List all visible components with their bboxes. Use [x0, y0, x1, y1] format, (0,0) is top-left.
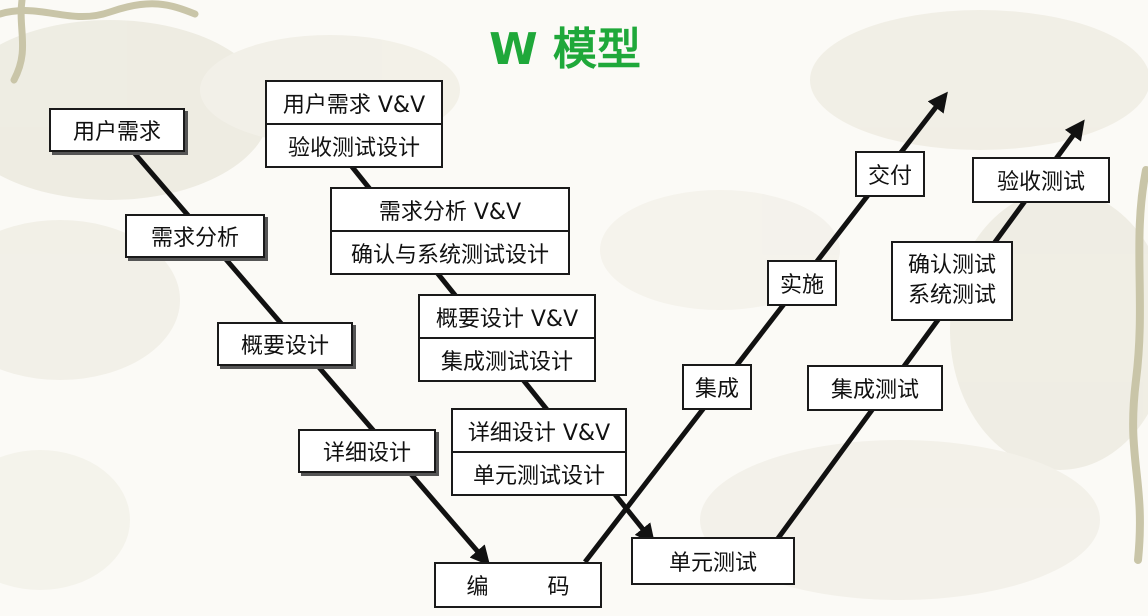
delivery-label: 交付 [867, 164, 912, 189]
detailed-design-box: 详细设计 [298, 429, 436, 473]
outline-design-vv-box: 概要设计 V&V 集成测试设计 [418, 294, 596, 382]
user-requirements-box: 用户需求 [49, 108, 185, 152]
unit-test-design-label: 单元测试设计 [472, 463, 605, 489]
vine-right [1129, 166, 1148, 564]
user-requirements-vv-label: 用户需求 V&V [267, 82, 441, 125]
slide-title: W 模型 [489, 24, 641, 75]
detailed-design-vv-label: 详细设计 V&V [453, 410, 625, 453]
coding-label: 编 码 [466, 575, 596, 600]
integration-test-label: 集成测试 [830, 378, 919, 403]
system-test-label: 系统测试 [907, 283, 996, 308]
implementation-label: 实施 [779, 273, 824, 298]
outline-design-vv-label: 概要设计 V&V [420, 296, 594, 339]
unit-test-box: 单元测试 [631, 537, 795, 585]
outline-design-label: 概要设计 [240, 334, 329, 359]
outline-design-box: 概要设计 [217, 322, 353, 366]
validation-system-test-box: 确认测试 系统测试 [891, 241, 1013, 321]
acceptance-test-box: 验收测试 [972, 157, 1110, 203]
unit-test-label: 单元测试 [668, 551, 757, 576]
detailed-design-label: 详细设计 [322, 441, 411, 466]
integration-test-box: 集成测试 [807, 365, 943, 411]
acceptance-test-label: 验收测试 [996, 170, 1085, 195]
validation-test-label: 确认测试 [907, 253, 996, 278]
detailed-design-vv-box: 详细设计 V&V 单元测试设计 [451, 408, 627, 496]
user-requirements-vv-box: 用户需求 V&V 验收测试设计 [265, 80, 443, 168]
user-requirements-label: 用户需求 [72, 120, 161, 145]
validation-system-test-design-label: 确认与系统测试设计 [350, 242, 549, 268]
delivery-box: 交付 [855, 151, 925, 197]
integration-box: 集成 [682, 364, 752, 410]
integration-label: 集成 [694, 377, 739, 402]
implementation-box: 实施 [767, 260, 837, 306]
requirements-analysis-label: 需求分析 [150, 226, 239, 251]
requirements-analysis-vv-box: 需求分析 V&V 确认与系统测试设计 [330, 187, 570, 275]
acceptance-test-design-label: 验收测试设计 [287, 135, 420, 161]
requirements-analysis-vv-label: 需求分析 V&V [332, 189, 568, 232]
vine-top-left [0, 0, 199, 84]
coding-box: 编 码 [434, 562, 602, 608]
requirements-analysis-box: 需求分析 [125, 214, 265, 258]
integration-test-design-label: 集成测试设计 [440, 349, 573, 375]
